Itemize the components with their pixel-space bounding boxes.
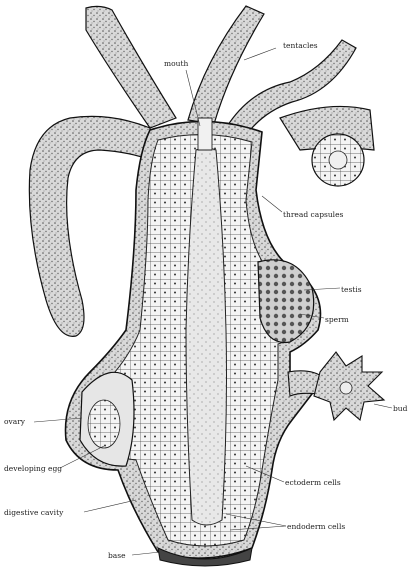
label-mouth: mouth [164, 59, 188, 68]
digestive-cavity [186, 148, 227, 525]
label-developing-egg: developing egg [4, 464, 62, 473]
label-thread-capsules: thread capsules [283, 210, 344, 219]
tentacle-upper-left [86, 6, 176, 128]
label-ovary: ovary [4, 417, 26, 426]
label-tentacles: tentacles [283, 41, 318, 50]
developing-egg [88, 400, 120, 448]
label-testis: testis [341, 285, 362, 294]
tentacle-cross-section [312, 134, 364, 186]
label-endoderm-cells: endoderm cells [287, 522, 345, 531]
mouth-opening [198, 118, 212, 150]
label-base: base [108, 551, 126, 560]
label-bud: bud [393, 404, 408, 413]
label-ectoderm-cells: ectoderm cells [285, 478, 341, 487]
label-digestive-cavity: digestive cavity [4, 508, 64, 517]
label-sperm: sperm [325, 315, 349, 324]
bud [288, 352, 384, 420]
testis [258, 260, 314, 343]
